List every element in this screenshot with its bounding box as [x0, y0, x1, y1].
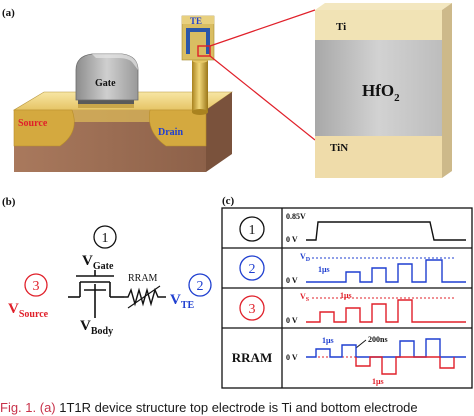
circle-source-num: 3: [33, 279, 40, 294]
row2-circle: [239, 255, 265, 281]
row3-low-label: 0 V: [286, 316, 298, 325]
row2-waveform: [306, 259, 466, 283]
row4-reset-waveform: [355, 356, 455, 375]
row4-width-b: 1μs: [372, 377, 384, 386]
circle-source: [24, 273, 48, 297]
row4-label: RRAM: [232, 350, 272, 365]
row3-circle-num: 3: [249, 302, 256, 317]
row1-low-label: 0 V: [286, 235, 298, 244]
gate-stack: [75, 53, 139, 108]
row4-gap-arrow: [355, 339, 367, 349]
panel-c-label: (c): [222, 195, 235, 207]
zoom-tin-label: TiN: [330, 142, 348, 154]
circle-te: [188, 273, 212, 297]
via-pillar: [192, 57, 208, 115]
drain-region: [149, 109, 207, 147]
row2-circle-num: 2: [249, 262, 256, 277]
row4-low-label: 0 V: [286, 353, 298, 362]
rram-variable-arrow: [127, 285, 161, 309]
row3-width-label: 1μs: [340, 291, 352, 300]
circle-gate-num: 1: [102, 231, 109, 246]
zoom-hfo2-label: HfO2: [362, 81, 400, 104]
zoom-marker: [197, 45, 211, 57]
rram-label: RRAM: [128, 273, 158, 284]
drain-label: Drain: [158, 127, 183, 138]
circle-gate: [93, 225, 117, 249]
rram-resistor: [124, 287, 166, 307]
row1-circle-num: 1: [249, 223, 256, 238]
te-label: TE: [190, 16, 202, 26]
circle-te-num: 2: [197, 279, 204, 294]
source-label: Source: [18, 118, 48, 129]
transistor-symbol: [68, 270, 124, 318]
row2-width-label: 1μs: [318, 265, 330, 274]
caption-lead: Fig. 1. (a): [0, 400, 56, 415]
panel-b-label: (b): [2, 196, 16, 208]
v-source-label: VSource: [8, 301, 49, 320]
v-body-label: VBody: [80, 318, 113, 337]
gate-label: Gate: [95, 78, 116, 89]
waveform-table: [221, 207, 473, 389]
zoom-line-top: [209, 9, 316, 47]
row3-circle: [239, 295, 265, 321]
zoom-ti-label: Ti: [336, 21, 346, 33]
v-te-label: VTE: [170, 292, 195, 311]
row4-width-a: 1μs: [322, 336, 334, 345]
row1-high-label: 0.85V: [286, 212, 306, 221]
panel-a-label: (a): [2, 7, 15, 19]
source-region: [13, 109, 75, 147]
row1-circle: [239, 216, 265, 242]
row2-low-label: 0 V: [286, 276, 298, 285]
figure-caption: Fig. 1. (a) 1T1R device structure top el…: [0, 400, 474, 416]
zoom-line-bottom: [209, 55, 316, 141]
row4-gap-label: 200ns: [368, 335, 388, 344]
row3-signal-label: VS: [300, 292, 310, 303]
caption-rest: 1T1R device structure top electrode is T…: [55, 400, 418, 415]
zoom-stack: [315, 3, 452, 178]
row1-waveform: [306, 221, 466, 241]
row3-waveform: [306, 299, 466, 323]
row2-signal-label: VD: [300, 252, 311, 263]
v-gate-label: VGate: [82, 253, 114, 272]
